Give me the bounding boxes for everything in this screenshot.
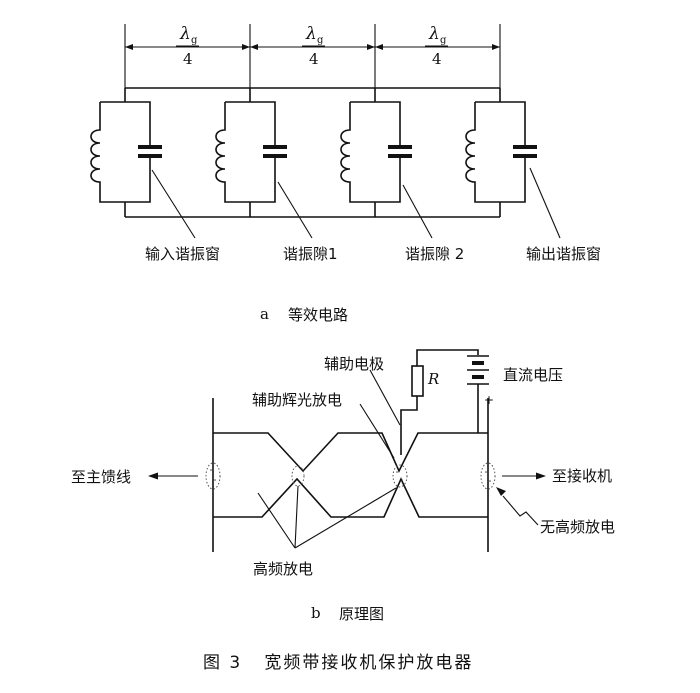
label-plus: + — [484, 393, 494, 407]
svg-text:4: 4 — [183, 50, 193, 68]
caption-b-text: 原理图 — [339, 605, 384, 623]
spacing-label-2: λ g 4 — [305, 24, 324, 68]
label-input-window: 输入谐振窗 — [145, 245, 220, 263]
lc-tank-2 — [215, 101, 287, 203]
arrow-to-receiver — [536, 472, 546, 480]
caption-b-letter: b — [311, 604, 321, 622]
feeder-port-gap — [205, 462, 221, 490]
label-no-rf-discharge: 无高频放电 — [540, 518, 615, 536]
svg-text:λ: λ — [428, 24, 440, 44]
discharge-gap-2 — [392, 464, 408, 488]
receiver-port-gap — [480, 462, 496, 490]
label-to-receiver: 至接收机 — [552, 467, 612, 485]
equivalent-circuit: λ g 4 λ g 4 λ g 4 — [90, 24, 601, 324]
label-rf-discharge: 高频放电 — [253, 560, 313, 578]
svg-text:g: g — [440, 35, 447, 46]
figure-caption: 图 3 宽频带接收机保护放电器 — [203, 653, 473, 673]
upper-iris-profile — [213, 432, 488, 473]
caption-a-text: 等效电路 — [288, 306, 348, 324]
spacing-label-1: λ g 4 — [179, 24, 198, 68]
label-dc-voltage: 直流电压 — [503, 366, 563, 384]
dimension-markers — [124, 24, 501, 88]
discharge-gap-1 — [291, 465, 305, 487]
svg-text:λ: λ — [305, 24, 317, 44]
lc-tank-1 — [90, 101, 162, 203]
label-gap-1: 谐振隙1 — [283, 245, 338, 263]
dc-supply-top-wire — [416, 349, 479, 366]
label-aux-glow: 辅助辉光放电 — [252, 391, 342, 409]
spacing-label-3: λ g 4 — [428, 24, 447, 68]
caption-a-letter: a — [260, 305, 269, 323]
aux-electrode-wire — [400, 409, 410, 455]
svg-text:g: g — [191, 35, 198, 46]
svg-text:g: g — [317, 35, 324, 46]
label-gap-2: 谐振隙 2 — [405, 245, 464, 263]
lower-iris-profile — [213, 477, 488, 518]
svg-text:4: 4 — [309, 50, 319, 68]
resistor-symbol — [411, 365, 424, 397]
battery-symbol — [467, 355, 489, 385]
label-output-window: 输出谐振窗 — [526, 245, 601, 263]
principle-diagram: 辅助电极 辅助辉光放电 R 直流电压 + 至主馈线 至接收机 无高频放电 高频放… — [71, 349, 615, 623]
label-aux-electrode: 辅助电极 — [324, 355, 384, 373]
svg-text:λ: λ — [179, 24, 191, 44]
lc-tank-4 — [465, 101, 537, 203]
label-to-feeder: 至主馈线 — [71, 468, 131, 486]
arrow-to-feeder — [148, 472, 158, 480]
label-resistor: R — [427, 370, 439, 388]
lc-tank-3 — [340, 101, 412, 203]
svg-text:4: 4 — [432, 50, 442, 68]
